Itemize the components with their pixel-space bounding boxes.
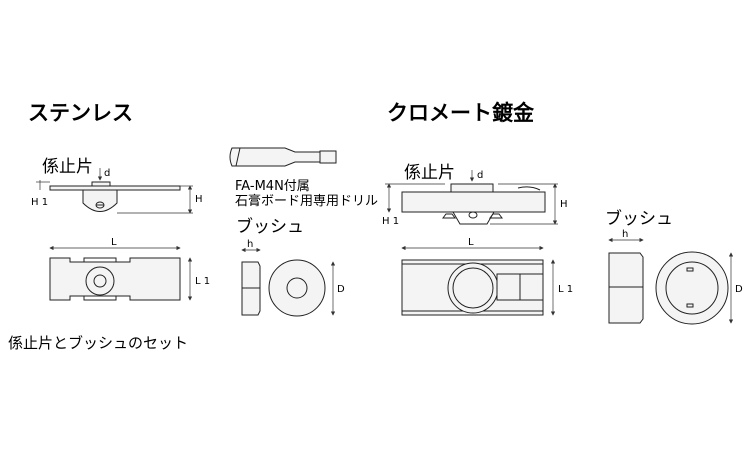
- drill-caption-model: FA-M4N付属: [235, 179, 310, 194]
- chromate-bush-label: ブッシュ: [605, 208, 673, 229]
- chromate-clip-side-view: d H 1 H: [382, 170, 568, 227]
- drill-caption-desc: 石膏ボード用専用ドリル: [235, 193, 378, 209]
- stainless-dim-L: L: [111, 237, 117, 248]
- chromate-bush-views: h D: [608, 229, 743, 325]
- drill-bit: [229, 147, 337, 167]
- chromate-dim-L: L: [468, 237, 474, 248]
- stainless-bush-label: ブッシュ: [236, 216, 304, 237]
- chromate-dim-h1: H 1: [382, 216, 399, 227]
- chromate-section: クロメート鍍金 係止片 d H 1 H L: [382, 101, 743, 325]
- stainless-dim-H: H: [195, 194, 203, 205]
- stainless-dim-D: D: [337, 284, 345, 295]
- stainless-dim-h: h: [247, 239, 253, 250]
- chromate-dim-d: d: [477, 170, 483, 181]
- chromate-dim-h: h: [622, 229, 628, 240]
- chromate-clip-label: 係止片: [404, 163, 455, 183]
- stainless-bush-views: h D: [241, 239, 345, 317]
- chromate-title: クロメート鍍金: [387, 101, 535, 125]
- stainless-section: ステンレス 係止片 d H 1 H L L 1: [8, 101, 378, 352]
- stainless-dim-L1: L 1: [195, 276, 210, 287]
- chromate-dim-L1: L 1: [558, 284, 573, 295]
- stainless-set-caption: 係止片とブッシュのセット: [8, 334, 188, 352]
- stainless-clip-label: 係止片: [42, 157, 93, 177]
- chromate-dim-D: D: [735, 284, 743, 295]
- stainless-title: ステンレス: [28, 101, 133, 125]
- stainless-dim-d: d: [104, 168, 110, 179]
- stainless-clip-top-view: L L 1: [49, 237, 210, 301]
- chromate-clip-top-view: L L 1: [401, 237, 573, 316]
- chromate-dim-H: H: [560, 199, 568, 210]
- stainless-dim-h1: H 1: [31, 197, 48, 208]
- stainless-clip-side-view: d H 1 H: [31, 168, 203, 214]
